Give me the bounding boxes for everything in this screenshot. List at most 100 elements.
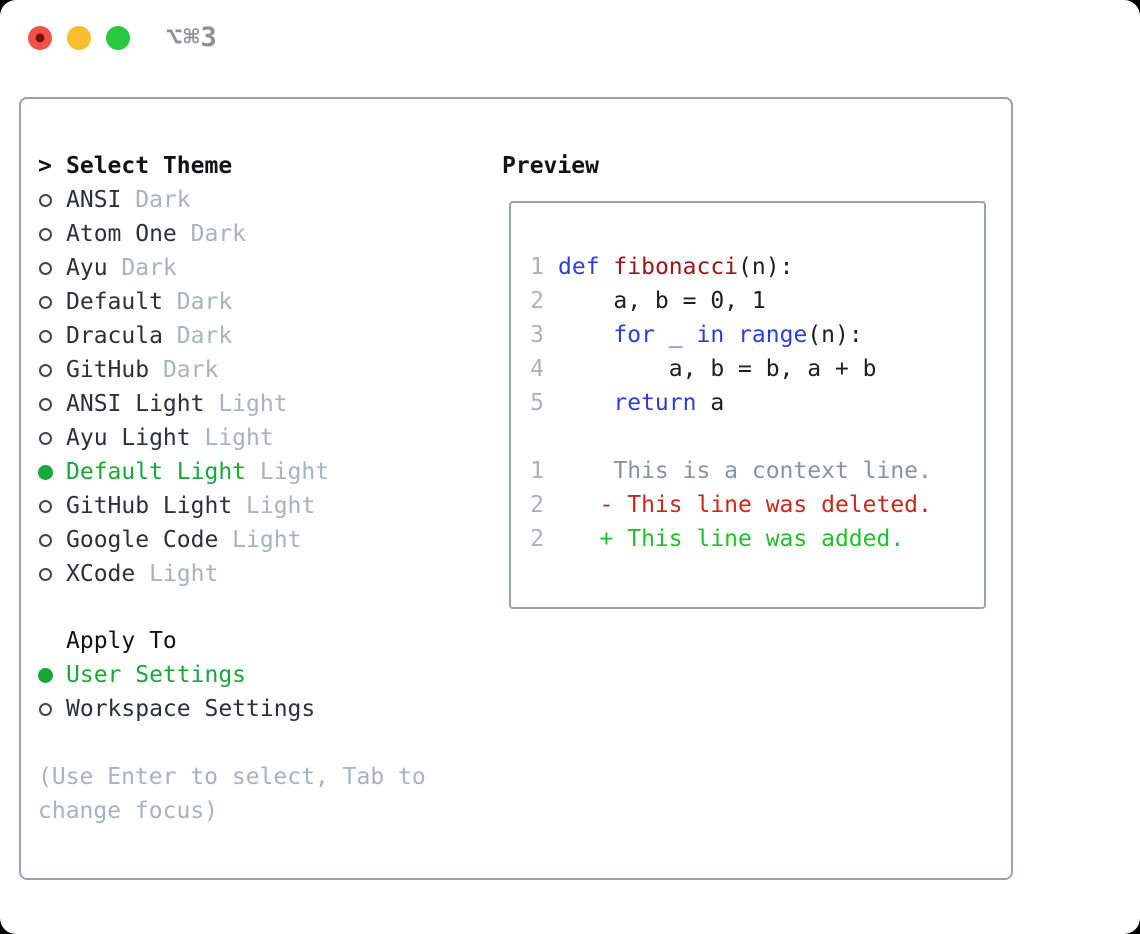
code-token — [655, 322, 669, 348]
line-number: 2 — [530, 492, 544, 518]
radio-selected-icon — [38, 464, 53, 480]
theme-option-name: GitHub — [66, 357, 150, 383]
theme-option[interactable]: XCode Light — [38, 557, 329, 591]
apply-to-option[interactable]: User Settings — [38, 658, 315, 692]
theme-option-variant: Dark — [107, 255, 177, 281]
theme-list-heading-row: > Select Theme — [38, 149, 329, 183]
code-token — [558, 390, 613, 416]
line-number: 4 — [530, 356, 544, 382]
theme-option-variant: Light — [190, 425, 274, 451]
theme-option-variant: Dark — [121, 187, 191, 213]
theme-option[interactable]: Google Code Light — [38, 523, 329, 557]
code-token: a — [696, 390, 725, 416]
radio-unselected-icon — [39, 702, 52, 716]
code-line: 3 for _ in range(n): — [530, 318, 932, 352]
line-number: 3 — [530, 322, 544, 348]
theme-option-name: Ayu — [66, 255, 108, 281]
focus-caret-icon: > — [38, 153, 52, 179]
theme-option[interactable]: Default Dark — [38, 285, 329, 319]
code-token: a, b = 0, 1 — [558, 288, 766, 314]
code-token: a, b = b, a + b — [558, 356, 877, 382]
code-token: (n): — [807, 322, 863, 348]
theme-option[interactable]: GitHub Light Light — [38, 489, 329, 523]
zoom-button[interactable] — [106, 26, 130, 50]
theme-option-variant: Light — [135, 561, 219, 587]
theme-option[interactable]: Default Light Light — [38, 455, 329, 489]
code-token: return — [613, 390, 697, 416]
apply-to-option[interactable]: Workspace Settings — [38, 692, 315, 726]
radio-unselected-icon — [39, 397, 52, 411]
theme-list-heading: Select Theme — [66, 153, 233, 179]
theme-option-name: ANSI — [66, 187, 122, 213]
code-token: def — [558, 254, 600, 280]
theme-option-name: Atom One — [66, 221, 177, 247]
code-token: range — [738, 322, 808, 348]
keyboard-hint-line: change focus) — [38, 798, 219, 824]
close-button[interactable] — [28, 26, 52, 50]
theme-option-variant: Dark — [176, 221, 247, 247]
radio-unselected-icon — [39, 329, 52, 343]
radio-unselected-icon — [39, 193, 52, 207]
code-token: (n): — [738, 254, 794, 280]
code-token: + This line was added. — [558, 526, 905, 552]
theme-option-variant: Dark — [149, 357, 219, 383]
code-line: 5 return a — [530, 386, 932, 420]
theme-option[interactable]: GitHub Dark — [38, 353, 329, 387]
line-number: 2 — [530, 526, 544, 552]
line-number: 2 — [530, 288, 544, 314]
theme-option[interactable]: Dracula Dark — [38, 319, 329, 353]
theme-option-variant: Dark — [162, 323, 233, 349]
apply-to-heading: Apply To — [66, 628, 177, 654]
code-token: This is a context line. — [558, 458, 932, 484]
radio-selected-icon — [38, 667, 53, 683]
code-token — [558, 322, 613, 348]
code-line: 2 - This line was deleted. — [530, 488, 932, 522]
theme-option-name: GitHub Light — [66, 493, 233, 519]
theme-option-variant: Light — [218, 527, 302, 553]
code-token — [683, 322, 697, 348]
code-token: - This line was deleted. — [558, 492, 932, 518]
apply-to-heading-row: Apply To — [38, 624, 315, 658]
theme-option-name: Dracula — [66, 323, 163, 349]
code-token — [600, 254, 614, 280]
line-number: 1 — [530, 254, 544, 280]
keyboard-hint-line: (Use Enter to select, Tab to — [38, 764, 426, 790]
radio-unselected-icon — [39, 261, 52, 275]
theme-option[interactable]: Ayu Light Light — [38, 421, 329, 455]
code-token: _ — [668, 322, 683, 348]
keyboard-hint: (Use Enter to select, Tab to change focus… — [38, 760, 426, 828]
theme-option-name: XCode — [66, 561, 136, 587]
line-number: 5 — [530, 390, 544, 416]
theme-option[interactable]: ANSI Light Light — [38, 387, 329, 421]
theme-option[interactable]: ANSI Dark — [38, 183, 329, 217]
code-line: 2 a, b = 0, 1 — [530, 284, 932, 318]
apply-to-option-label: Workspace Settings — [66, 696, 316, 722]
theme-option-variant: Light — [232, 493, 316, 519]
radio-unselected-icon — [39, 567, 52, 581]
theme-option-variant: Light — [246, 459, 330, 485]
preview-heading: Preview — [502, 153, 599, 179]
code-line: 4 a, b = b, a + b — [530, 352, 932, 386]
radio-unselected-icon — [39, 295, 52, 309]
theme-option-name: Default — [66, 289, 163, 315]
theme-option-variant: Light — [204, 391, 288, 417]
radio-unselected-icon — [39, 431, 52, 445]
apply-to-option-label: User Settings — [66, 662, 247, 688]
theme-option[interactable]: Ayu Dark — [38, 251, 329, 285]
theme-option-variant: Dark — [162, 289, 233, 315]
window-title-shortcut: ⌥⌘3 — [166, 22, 218, 53]
code-line — [530, 420, 932, 454]
theme-option[interactable]: Atom One Dark — [38, 217, 329, 251]
code-line: 2 + This line was added. — [530, 522, 932, 556]
unsaved-dot-icon — [35, 33, 45, 43]
code-line: 1 This is a context line. — [530, 454, 932, 488]
minimize-button[interactable] — [67, 26, 91, 50]
line-number: 1 — [530, 458, 544, 484]
radio-unselected-icon — [39, 363, 52, 377]
theme-option-name: Ayu Light — [66, 425, 191, 451]
